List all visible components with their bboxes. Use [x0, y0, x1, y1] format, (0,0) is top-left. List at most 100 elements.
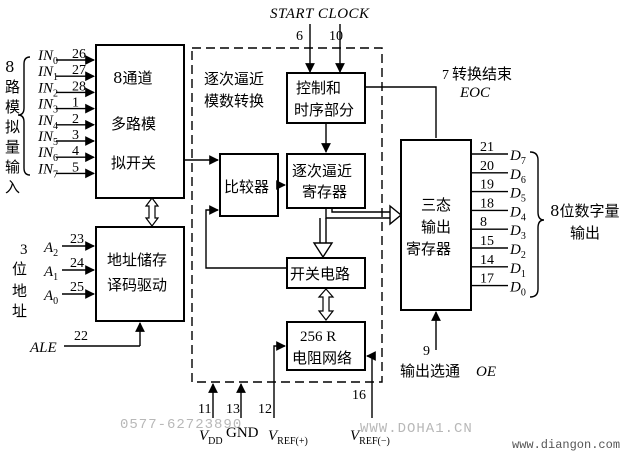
mux-addr-double-arrow: [144, 197, 160, 227]
resistor-label-2: 电阻网络: [292, 349, 352, 367]
sar-reg-label-2: 寄存器: [302, 183, 347, 201]
start-pin: 6: [296, 29, 303, 44]
analog-input-pin: 4: [72, 144, 79, 159]
vref-neg-line: [366, 351, 376, 418]
resistor-label-1: 256 R: [300, 329, 336, 345]
inputs-caption-char: 入: [5, 178, 20, 196]
analog-input-pin: 2: [72, 112, 79, 127]
outputs-brace: [529, 151, 545, 298]
vref-pos-pin: 12: [258, 402, 272, 417]
feedback-line: [205, 205, 287, 269]
addr-label-2: 译码驱动: [107, 276, 167, 294]
address-input-label: A1: [43, 264, 58, 283]
data-output-label: D0: [509, 280, 526, 299]
mux-label-2: 多路模: [111, 115, 156, 133]
vref-neg-pin: 16: [352, 388, 366, 403]
analog-input-label: IN6: [37, 145, 58, 164]
data-output-label: D1: [509, 261, 526, 280]
switch-circuit-block: [286, 257, 366, 289]
mux-block: [95, 44, 185, 199]
inputs-caption-char: 输: [5, 158, 20, 176]
inputs-brace: [17, 56, 31, 176]
sar-to-switch-arrowhead: [312, 242, 334, 259]
address-caption-char: 地: [12, 282, 27, 300]
inputs-caption-char: 量: [5, 138, 20, 156]
analog-input-label: IN4: [37, 113, 58, 132]
oe-cn-label: 输出选通: [400, 362, 460, 380]
data-output-label: D3: [509, 223, 526, 242]
analog-input-pin: 3: [72, 128, 79, 143]
output-caption-2: 输出: [570, 224, 600, 242]
analog-input-label: IN2: [37, 80, 58, 99]
start-clock-label: START CLOCK: [270, 6, 370, 22]
analog-input-label: IN7: [37, 161, 58, 180]
data-output-label: D4: [509, 204, 526, 223]
vref-pos-line: [273, 341, 286, 418]
ctrl-label-1: 控制和: [296, 79, 341, 97]
data-output-pin: 20: [480, 159, 494, 174]
watermark-site-2: www.diangon.com: [512, 438, 620, 452]
mux-label-3: 拟开关: [111, 154, 156, 172]
data-output-pin: 15: [480, 234, 494, 249]
address-input-pin: 25: [70, 280, 84, 295]
gnd-pin: 13: [226, 402, 240, 417]
watermark-phone: 0577-62723890: [120, 417, 242, 433]
address-decoder-block: [95, 226, 185, 322]
sar-bus-upper: [331, 208, 392, 213]
oe-pin: 9: [423, 344, 430, 359]
sar-register-block: [286, 153, 366, 209]
data-output-pin: 19: [480, 178, 494, 193]
address-input-pin: 24: [70, 256, 84, 271]
analog-input-pin: 5: [72, 160, 79, 175]
resistor-network-block: [286, 321, 366, 371]
switch-resistor-double-arrow: [317, 288, 335, 321]
outreg-label-3: 寄存器: [406, 240, 451, 258]
outreg-label-2: 输出: [421, 218, 451, 236]
data-output-label: D5: [509, 186, 526, 205]
address-caption-char: 址: [12, 302, 27, 320]
mux-label-1: 8通道: [113, 69, 153, 87]
comparator-label: 比较器: [224, 178, 269, 196]
tristate-output-register: [400, 139, 472, 311]
analog-input-pin: 1: [72, 96, 79, 111]
clock-pin: 10: [329, 29, 343, 44]
address-caption-char: 位: [12, 260, 27, 278]
sar-title-2: 模数转换: [204, 92, 264, 110]
control-timing-block: [286, 72, 366, 124]
analog-input-label: IN1: [37, 64, 58, 83]
sar-reg-label-1: 逐次逼近: [292, 162, 352, 180]
inputs-caption-char: 路: [5, 78, 20, 96]
inputs-caption-char: 8: [5, 58, 15, 76]
eoc-cn-label: 转换结束: [452, 65, 512, 83]
oe-label: OE: [476, 364, 496, 380]
sar-to-outreg-arrowhead: [389, 204, 403, 226]
analog-input-label: IN3: [37, 97, 58, 116]
data-output-pin: 14: [480, 253, 494, 268]
eoc-line: [365, 86, 437, 138]
ale-pin: 22: [74, 329, 88, 344]
eoc-pin: 7: [442, 68, 449, 83]
data-output-label: D6: [509, 167, 526, 186]
vdd-label: VDD: [199, 428, 223, 447]
analog-input-pin: 28: [72, 79, 86, 94]
address-input-label: A0: [43, 288, 58, 307]
switch-label: 开关电路: [290, 265, 350, 283]
vref-neg-label: VREF(−): [350, 428, 390, 447]
converter-boundary: [191, 47, 383, 383]
analog-input-pin: 27: [72, 63, 86, 78]
data-output-pin: 17: [480, 272, 494, 287]
watermark-site: WWW.DOHA1.CN: [360, 421, 473, 437]
analog-input-label: IN0: [37, 48, 58, 67]
address-input-pin: 23: [70, 232, 84, 247]
output-caption-1: 8位数字量: [550, 202, 620, 220]
data-output-pin: 18: [480, 196, 494, 211]
data-output-label: D7: [509, 148, 526, 167]
addr-label-1: 地址储存: [107, 251, 167, 269]
vref-pos-label: VREF(+): [268, 428, 308, 447]
inputs-caption-char: 拟: [5, 118, 20, 136]
